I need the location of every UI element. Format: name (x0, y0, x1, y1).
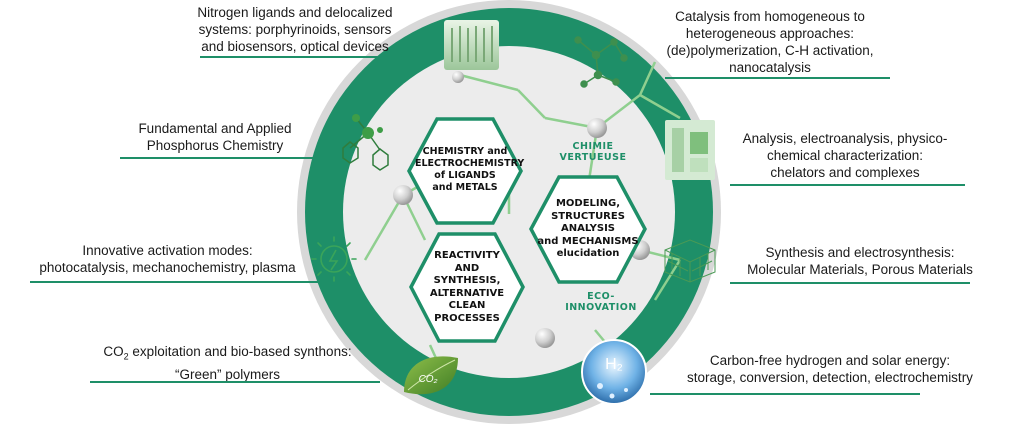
pearl-top (452, 71, 464, 83)
hex-line: and MECHANISMS (537, 235, 639, 247)
co2-suffix: exploitation and bio-based synthons: (128, 344, 352, 359)
ring-word-line: ECO- (587, 291, 615, 302)
hex-line: ELECTROCHEMISTRY (415, 158, 525, 169)
hex-line: PROCESSES (434, 312, 500, 324)
leaf-icon-text: CO₂ (419, 374, 438, 385)
hex-line: elucidation (556, 248, 620, 259)
underline-nitrogen (200, 56, 425, 58)
hex-line: AND (454, 262, 480, 274)
hex-line: STRUCTURES (551, 210, 625, 222)
label-line: Synthesis and electrosynthesis: (765, 245, 955, 260)
label-hydrogen: Carbon-free hydrogen and solar energy: s… (655, 352, 1005, 386)
hexagon-chemistry-text: CHEMISTRY and ELECTROCHEMISTRY of LIGAND… (415, 146, 525, 194)
hex-line: and METALS (432, 182, 498, 193)
label-line: and biosensors, optical devices (201, 39, 389, 54)
label-line: Phosphorus Chemistry (146, 138, 284, 153)
pearl-left (393, 185, 413, 205)
hex-line: ANALYSIS (560, 223, 616, 234)
label-line: “Green” polymers (174, 366, 281, 382)
label-line: CO2 exploitation and bio-based synthons: (75, 343, 380, 366)
label-phosphorus: Fundamental and Applied Phosphorus Chemi… (110, 120, 320, 154)
hex-line: SYNTHESIS, (433, 275, 501, 286)
molecular-crystal-photo (444, 20, 499, 70)
catalyst-molecule-icon (574, 36, 628, 88)
label-line: (de)polymerization, C-H activation, (666, 43, 874, 58)
hex-line: CHEMISTRY and (422, 146, 508, 157)
leaf-icon: CO₂ (404, 356, 458, 395)
label-line: Innovative activation modes: (82, 243, 253, 258)
hexagon-modeling (529, 175, 647, 284)
label-analysis: Analysis, electroanalysis, physico- chem… (720, 130, 970, 181)
label-activation: Innovative activation modes: photocataly… (15, 242, 320, 276)
hex-line: ALTERNATIVE (429, 287, 505, 299)
label-line: Analysis, electroanalysis, physico- (742, 131, 948, 146)
label-line: Molecular Materials, Porous Materials (747, 262, 973, 277)
porous-framework-icon (664, 239, 716, 283)
underline-hydrogen (650, 393, 920, 395)
hex-line: REACTIVITY (434, 250, 500, 261)
co2-subscript: 2 (123, 351, 129, 362)
label-line: Catalysis from homogeneous to (675, 9, 865, 24)
sun-bolt-icon (311, 236, 357, 282)
label-synthesis: Synthesis and electrosynthesis: Molecula… (725, 244, 995, 278)
label-nitrogen: Nitrogen ligands and delocalized systems… (170, 4, 420, 55)
hexagon-reactivity (409, 232, 525, 343)
h2-bubble-icon: H₂ (581, 339, 647, 405)
ring-word-line: INNOVATION (565, 302, 637, 313)
label-line: Nitrogen ligands and delocalized (197, 5, 393, 20)
hexagon-reactivity-text: REACTIVITY AND SYNTHESIS, ALTERNATIVE CL… (417, 250, 517, 325)
label-line: nanocatalysis (729, 60, 811, 75)
label-catalysis: Catalysis from homogeneous to heterogene… (650, 8, 890, 76)
underline-synthesis (730, 282, 970, 284)
label-line: chemical characterization: (766, 148, 924, 163)
hex-line: MODELING, (555, 198, 621, 209)
hex-line: CLEAN (448, 300, 486, 311)
ring-word-line: CHIMIE (572, 141, 614, 152)
underline-co2 (90, 381, 380, 383)
label-line: heterogeneous approaches: (685, 26, 855, 41)
phosphorus-molecule-icon (342, 114, 389, 171)
ring-word-eco: ECO- INNOVATION (546, 291, 656, 313)
label-line: photocatalysis, mechanochemistry, plasma (39, 260, 296, 275)
label-line: systems: porphyrinoids, sensors (198, 22, 392, 37)
ring-word-chimie: CHIMIE VERTUEUSE (538, 141, 648, 163)
label-line: storage, conversion, detection, electroc… (687, 370, 973, 385)
pearl-top-right (587, 118, 607, 138)
label-line: Carbon-free hydrogen and solar energy: (709, 353, 951, 368)
label-co2: CO2 exploitation and bio-based synthons:… (75, 343, 380, 383)
lab-instrument-photo (665, 120, 715, 180)
hexagon-chemistry (407, 117, 523, 225)
underline-activation (30, 281, 320, 283)
label-line: chelators and complexes (770, 165, 920, 180)
pearl-bottom (535, 328, 555, 348)
hex-line: of LIGANDS (434, 170, 496, 181)
ring-word-line: VERTUEUSE (559, 152, 627, 163)
co2-prefix: CO (103, 344, 124, 359)
underline-catalysis (665, 77, 890, 79)
h2-icon-text: H₂ (605, 356, 623, 373)
hexagon-modeling-text: MODELING, STRUCTURES ANALYSIS and MECHAN… (534, 198, 642, 261)
underline-phosphorus (120, 157, 320, 159)
underline-analysis (730, 184, 965, 186)
label-line: Fundamental and Applied (138, 121, 292, 136)
